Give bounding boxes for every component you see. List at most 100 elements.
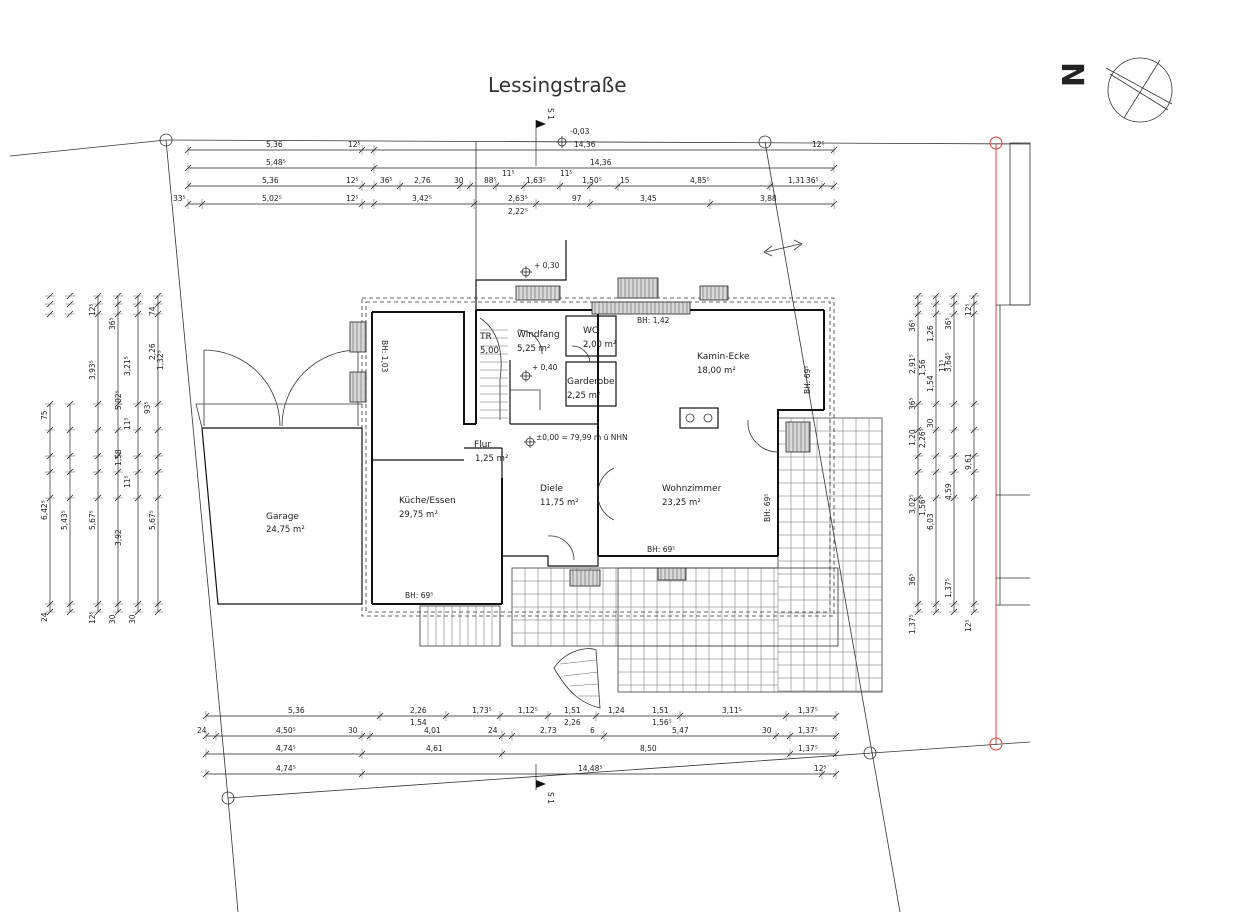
- room-diele-area: 11,75 m²: [540, 498, 579, 508]
- dim-label: 11⁵: [123, 475, 132, 488]
- wall-entrance: [475, 240, 567, 310]
- dim-label: 74: [148, 306, 157, 316]
- dim-label: 5,36: [266, 140, 283, 149]
- property-line-west: [165, 139, 229, 799]
- dim-label: 2,76: [414, 176, 431, 185]
- level-label-top: -0,03: [570, 127, 590, 136]
- dim-label: 24: [40, 612, 49, 622]
- dim-label: 5,67⁵: [88, 510, 97, 530]
- dim-ticks: [45, 145, 979, 779]
- dim-label: 12⁵: [88, 611, 97, 624]
- dims-right-col2: 1,26 1,56 11⁵ 1,54 30 2,26⁵ 1,56⁵ 6,03: [918, 296, 947, 612]
- dim-label: 1,51: [652, 706, 669, 715]
- north-axis-1: [1105, 67, 1173, 105]
- dim-label: 30: [348, 726, 358, 735]
- level-marker-top: -0,03: [556, 127, 590, 148]
- room-windfang-name: Windfang: [517, 330, 560, 340]
- dims-left-col2: 12⁵ 3,93⁵ 5,02⁵ 11⁵ 1,58 11⁵ 5,67⁵ 12⁵: [88, 296, 132, 624]
- dim-label: 5,36: [288, 706, 305, 715]
- dim-label: 30: [926, 418, 935, 428]
- section-marker: S 1 S 1: [535, 108, 555, 804]
- neighbour-building: [996, 142, 1031, 606]
- dim-label: 1,37⁵: [798, 706, 818, 715]
- dim-label: 36⁵: [908, 573, 917, 586]
- dim-label: 12⁵: [964, 303, 973, 316]
- room-wc-name: WC: [583, 326, 598, 336]
- sun-arrow: [763, 239, 803, 257]
- room-tr-name: TR: [479, 332, 492, 342]
- north-axis-2: [1109, 73, 1169, 111]
- dim-label: 1,12⁵: [518, 706, 538, 715]
- double-arrow-shaft: [765, 243, 801, 253]
- dims-right-col1: 36⁵ 2,91⁵ 36⁵ 1,20 3,02⁵ 36⁵ 1,37⁵: [908, 296, 919, 634]
- dim-label: 1,37⁵: [908, 614, 917, 634]
- dims-bottom-row3: 4,74⁵ 4,61 8,50 1,37⁵: [206, 744, 836, 755]
- section-label-bottom: S 1: [546, 792, 555, 804]
- dim-label: 36⁵: [380, 176, 393, 185]
- boundary-point: [758, 135, 772, 149]
- room-kamin-area: 18,00 m²: [697, 366, 736, 376]
- room-garderobe-area: 2,25 m²: [567, 391, 600, 401]
- dim-label: 11⁵: [938, 359, 947, 372]
- dim-label: 4,74⁵: [276, 764, 296, 773]
- room-garage-name: Garage: [266, 512, 299, 522]
- dim-label: 1,31: [788, 176, 805, 185]
- dims-left-col3: 36⁵ 3,21⁵ 93⁵ 3,92 30: [108, 296, 152, 624]
- property-line-nw: [9, 139, 167, 157]
- room-garderobe-name: Garderobe: [567, 377, 615, 387]
- dim-label: 1,56⁵: [918, 496, 927, 516]
- property-line-south: [227, 741, 1031, 799]
- dim-label: 1,32⁵: [156, 350, 165, 370]
- dim-label: 33⁵: [173, 194, 186, 203]
- dim-label: 11⁵: [502, 169, 515, 178]
- windows: [349, 277, 811, 587]
- dim-label: 1,26: [926, 325, 935, 342]
- level-label-ground: ±0,00 = 79,99 m ü NHN: [536, 433, 628, 442]
- door-terrace: [747, 419, 779, 453]
- dim-label: 30: [108, 614, 117, 624]
- wall-diele-south: [502, 555, 599, 567]
- window-hatch: [785, 421, 811, 453]
- dim-label: 3,92: [114, 529, 123, 546]
- dim-label: 5,48⁵: [266, 158, 286, 167]
- stair-inner: [479, 317, 508, 420]
- section-label-top: S 1: [546, 108, 555, 120]
- room-flur-area: 1,25 m²: [475, 454, 508, 464]
- stair-curved-step: [563, 671, 599, 677]
- dim-label: 2,26: [564, 718, 581, 727]
- wall-wohn-east: [777, 409, 824, 556]
- stair-curved-step: [559, 659, 597, 665]
- property-line-diagonal: [764, 141, 901, 913]
- dim-label: 4,85⁵: [690, 176, 710, 185]
- dim-label: 1,37⁵: [798, 726, 818, 735]
- red-boundary-point: [989, 737, 1003, 751]
- dim-label: 24: [197, 726, 207, 735]
- room-kamin-name: Kamin-Ecke: [697, 352, 750, 362]
- sill-kamin-east: BH: 69⁵: [803, 366, 812, 394]
- dim-label: 30: [762, 726, 772, 735]
- dims-left-col4: 74 2,26 1,32⁵ 5,67⁵ 30: [128, 296, 165, 624]
- property-lines: [9, 133, 1031, 913]
- dim-label: 4,01: [424, 726, 441, 735]
- dim-label: 11⁵: [560, 169, 573, 178]
- dim-label: 1,24: [608, 706, 625, 715]
- stair-curved: [553, 648, 601, 709]
- north-letter: N: [1054, 62, 1089, 87]
- dim-label: 36⁵: [908, 319, 917, 332]
- dim-label: 97: [572, 194, 582, 203]
- dim-label: 1,20: [908, 429, 917, 446]
- dim-label: 1,63⁵: [526, 176, 546, 185]
- dim-label: 75: [40, 410, 49, 420]
- room-kueche-name: Küche/Essen: [399, 496, 456, 506]
- dim-label: 14,36: [574, 140, 596, 149]
- dim-label: 5,67⁵: [148, 510, 157, 530]
- dim-label: 3,11⁵: [722, 706, 742, 715]
- dim-label: 4,74⁵: [276, 744, 296, 753]
- door-diele-wohn-upper: [597, 467, 615, 497]
- window-hatch: [699, 285, 729, 301]
- dim-label: 5,02⁵: [262, 194, 282, 203]
- sill-kueche-south: BH: 69⁵: [405, 591, 433, 600]
- stair-south: [419, 605, 501, 647]
- window-hatch: [591, 301, 691, 315]
- dim-label: 4,59: [944, 483, 953, 500]
